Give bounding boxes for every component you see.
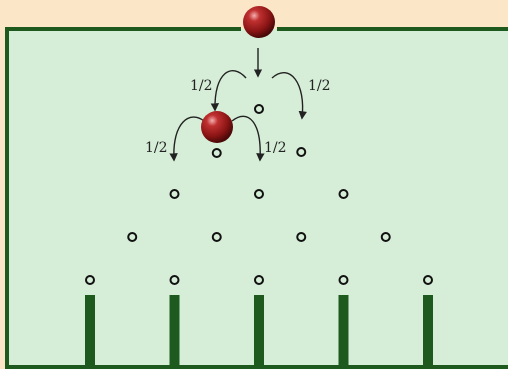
top-branch-arrows: [210, 48, 307, 120]
peg-grid: [85, 104, 433, 285]
right-branch-arrow-2: [231, 115, 265, 162]
peg: [338, 275, 349, 285]
peg: [211, 148, 222, 158]
peg: [85, 275, 95, 285]
peg: [254, 275, 264, 285]
bin-divider: [423, 295, 433, 369]
bin-divider: [338, 295, 349, 369]
peg: [169, 189, 180, 199]
bin-divider: [169, 295, 180, 369]
peg: [211, 232, 222, 242]
peg: [169, 275, 180, 285]
left-branch-arrow: [210, 70, 247, 112]
peg: [254, 189, 264, 199]
left-branch-arrow-2: [169, 116, 205, 162]
second-branch-arrows: [169, 115, 265, 162]
right-branch-arrow: [271, 72, 307, 120]
top-ball: [243, 6, 275, 38]
bouncing-ball: [201, 111, 233, 143]
peg: [380, 232, 391, 242]
prob-label-top-right: 1/2: [308, 78, 331, 94]
prob-label-mid-left: 1/2: [145, 140, 168, 156]
peg: [296, 147, 307, 157]
peg: [423, 275, 433, 285]
peg: [127, 232, 138, 242]
bin-divider: [254, 295, 264, 369]
peg: [338, 189, 349, 199]
prob-label-mid-right: 1/2: [264, 140, 287, 156]
prob-label-top-left: 1/2: [190, 78, 213, 94]
peg: [296, 232, 307, 242]
bin-divider: [85, 295, 95, 369]
peg: [254, 104, 264, 114]
bin-dividers: [85, 295, 433, 369]
